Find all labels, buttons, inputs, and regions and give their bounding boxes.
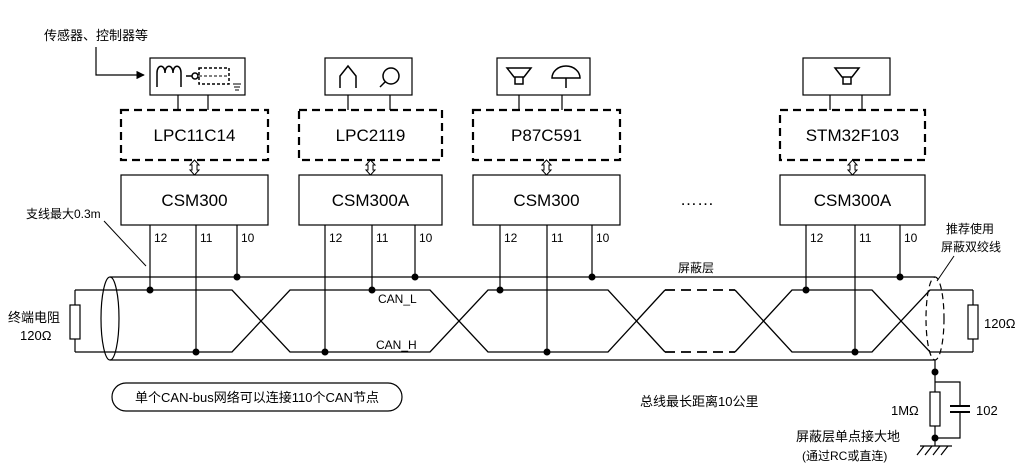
- mcu-box: [778, 108, 927, 162]
- sensor-caption: 传感器、控制器等: [44, 28, 148, 43]
- mcu-box: [471, 108, 622, 162]
- right-terminator: 120Ω: [967, 290, 1016, 352]
- photo-sensor-icon: [379, 67, 400, 88]
- more-nodes-ellipsis: ……: [680, 190, 714, 209]
- pin-11-label: 11: [551, 231, 564, 245]
- transceiver-label: CSM300: [161, 191, 227, 210]
- junction-dot: [321, 348, 329, 356]
- mcu-label: LPC11C14: [154, 126, 236, 145]
- ground-icon: [916, 445, 952, 456]
- cable-recommendation-pointer: [936, 255, 955, 282]
- pin-12-label: 12: [504, 231, 518, 245]
- transceiver-label: CSM300: [513, 191, 579, 210]
- bus-cable: [75, 276, 973, 361]
- junction-dot: [543, 348, 551, 356]
- peripheral-box: [496, 57, 591, 96]
- pin-11-label: 11: [200, 231, 213, 245]
- pin-10-label: 10: [241, 231, 255, 245]
- junction-dot: [896, 273, 904, 281]
- peripheral-box: [324, 57, 413, 96]
- horn-speaker-icon: [505, 67, 533, 85]
- shield-label: 屏蔽层: [678, 261, 714, 275]
- can-h-label: CAN_H: [376, 338, 417, 352]
- flask-sensor-icon: [339, 64, 357, 88]
- left-terminator: 终端电阻 120Ω: [8, 290, 81, 352]
- callout-pill: [111, 382, 403, 412]
- node-2: LPC2119 CSM300A 12 11 10: [297, 57, 444, 356]
- mcu-box: [297, 108, 444, 162]
- bidirectional-arrow-icon: [846, 159, 859, 176]
- cable-recommendation-line2: 屏蔽双绞线: [941, 239, 1001, 254]
- mcu-box: [119, 108, 270, 162]
- junction-dot: [411, 273, 419, 281]
- junction-dot: [192, 348, 200, 356]
- terminator-label: 终端电阻: [8, 310, 60, 325]
- junction-dot: [931, 434, 939, 442]
- twisted-wire-b: [75, 289, 973, 353]
- branch-length-note: 支线最大0.3m: [26, 207, 101, 221]
- terminator-value: 120Ω: [984, 316, 1016, 331]
- node-capacity-callout: 单个CAN-bus网络可以连接110个CAN节点: [111, 382, 403, 412]
- pin-10-label: 10: [904, 231, 918, 245]
- dome-bell-icon: [551, 65, 581, 88]
- transceiver-label: CSM300A: [332, 191, 410, 210]
- junction-dot: [146, 286, 154, 294]
- junction-dot: [233, 273, 241, 281]
- terminator-value: 120Ω: [20, 328, 52, 343]
- node-capacity-text: 单个CAN-bus网络可以连接110个CAN节点: [135, 390, 379, 405]
- twisted-wire-a: [75, 289, 973, 353]
- transceiver-box: [298, 174, 443, 226]
- bidirectional-arrow-icon: [188, 159, 201, 176]
- pin-12-label: 12: [154, 231, 168, 245]
- relay-switch-icon: [186, 67, 241, 91]
- node-1: LPC11C14 CSM300 12 11 10: [119, 57, 270, 356]
- grounding-note-line1: 屏蔽层单点接大地: [796, 429, 900, 444]
- ground-resistor-value: 1MΩ: [891, 403, 919, 418]
- transceiver-label: CSM300A: [814, 191, 892, 210]
- transceiver-box: [120, 174, 269, 226]
- bidirectional-arrow-icon: [364, 159, 377, 176]
- horn-speaker-icon: [833, 67, 861, 85]
- branch-length-pointer: [103, 220, 147, 267]
- mcu-label: STM32F103: [806, 126, 900, 145]
- grounding-note-line2: (通过RC或直连): [802, 448, 887, 463]
- junction-dot: [931, 368, 939, 376]
- junction-dot: [588, 273, 596, 281]
- bus-max-length: 总线最长距离10公里: [640, 394, 758, 409]
- sensor-pointer-arrow: [95, 47, 145, 80]
- ground-capacitor-value: 102: [976, 403, 998, 418]
- peripheral-box: [149, 57, 246, 96]
- ground-resistor: [929, 391, 941, 427]
- pin-12-label: 12: [810, 231, 824, 245]
- pin-10-label: 10: [419, 231, 433, 245]
- pin-10-label: 10: [596, 231, 610, 245]
- ground-leads: [934, 360, 961, 446]
- node-3: P87C591 CSM300 12 11 10: [471, 57, 622, 356]
- junction-dot: [368, 286, 376, 294]
- transceiver-box: [472, 174, 621, 226]
- bidirectional-arrow-icon: [540, 159, 553, 176]
- termination-resistor: [967, 304, 979, 340]
- termination-resistor: [69, 304, 81, 340]
- pin-11-label: 11: [859, 231, 872, 245]
- pin-11-label: 11: [376, 231, 389, 245]
- shield-grounding: 1MΩ 102 屏蔽层单点接大地 (通过RC或直连): [796, 360, 998, 463]
- node-4: STM32F103 CSM300A 12 11 10: [778, 57, 927, 356]
- mcu-label: P87C591: [511, 126, 582, 145]
- cable-start-ellipse: [100, 276, 120, 361]
- junction-dot: [851, 348, 859, 356]
- cable-recommendation-line1: 推荐使用: [946, 221, 994, 236]
- pin-12-label: 12: [329, 231, 343, 245]
- coil-sensor-icon: [156, 65, 182, 87]
- transceiver-box: [779, 174, 926, 226]
- junction-dot: [496, 286, 504, 294]
- can-l-label: CAN_L: [378, 292, 417, 306]
- junction-dot: [802, 286, 810, 294]
- mcu-label: LPC2119: [336, 126, 406, 145]
